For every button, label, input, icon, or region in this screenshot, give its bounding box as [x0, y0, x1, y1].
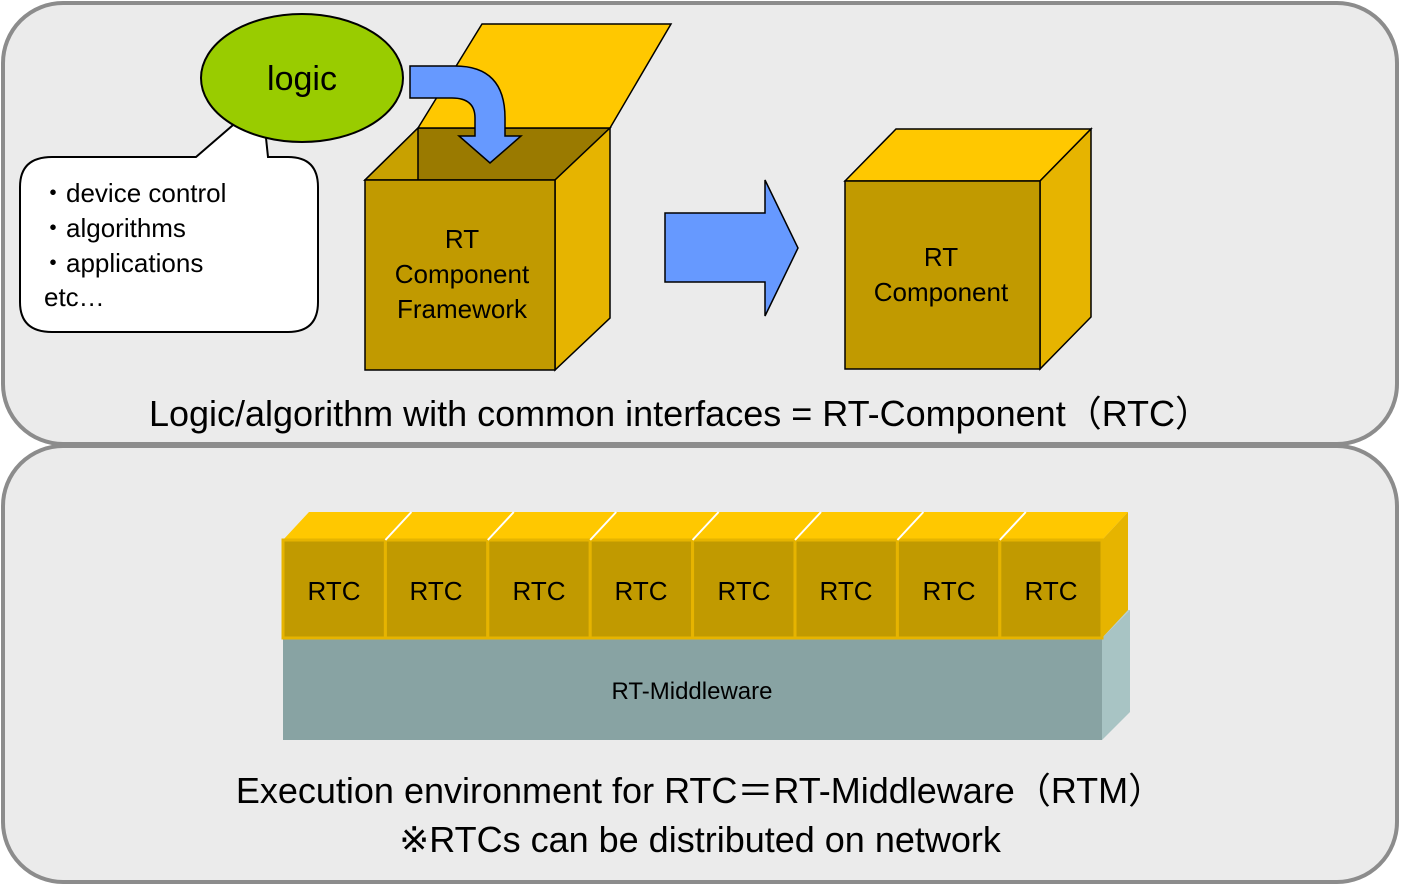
bottom-caption-line1: Execution environment for RTC＝RT-Middlew…: [236, 770, 1164, 811]
middleware-label: RT-Middleware: [612, 678, 773, 705]
bullet-etc: etc…: [44, 282, 105, 312]
framework-open-box: RT Component Framework: [363, 23, 673, 372]
logic-label: logic: [267, 60, 337, 98]
rtc-top-divider: [794, 511, 822, 541]
middleware-side-face: [1102, 610, 1130, 740]
rtc-top-divider: [896, 511, 925, 541]
top-caption: Logic/algorithm with common interfaces =…: [149, 393, 1211, 434]
rtc-label: RTC: [923, 576, 976, 606]
bullet-device-control: ・device control: [40, 178, 226, 208]
rtc-block: [793, 538, 899, 640]
rtc-label: RTC: [308, 576, 361, 606]
rtc-block: [281, 538, 387, 640]
rtc-label: RTC: [718, 576, 771, 606]
bullet-applications: ・applications: [40, 248, 203, 278]
transform-right-arrow: [664, 179, 799, 317]
bullet-callout-bubble: [19, 97, 319, 333]
bullet-algorithms: ・algorithms: [40, 213, 186, 243]
logic-ellipse: [200, 13, 404, 143]
rtc-block-row: RTC RTC RTC RTC RTC RTC RTC RTC: [281, 511, 1128, 640]
component-label-line1: RT: [924, 242, 958, 272]
curved-insert-arrow: [409, 65, 524, 164]
rtc-label: RTC: [615, 576, 668, 606]
rtc-label: RTC: [820, 576, 873, 606]
rtc-top-divider: [487, 511, 515, 541]
rtc-top-divider: [691, 511, 720, 541]
box-front-face: [364, 179, 556, 371]
rtc-top-divider: [589, 511, 617, 541]
cube-front-face: [844, 180, 1041, 370]
rtc-top-divider: [999, 511, 1027, 541]
rtc-top-divider: [384, 511, 413, 541]
rtc-row-side-face: [1102, 512, 1128, 638]
middleware-front-face: [283, 638, 1102, 740]
rtc-label: RTC: [410, 576, 463, 606]
bottom-caption-line2: ※RTCs can be distributed on network: [399, 819, 1002, 860]
framework-label-line3: Framework: [397, 294, 528, 324]
framework-label-line1: RT: [445, 224, 479, 254]
rtc-label: RTC: [513, 576, 566, 606]
rtc-block: [691, 538, 797, 640]
rtc-block: [383, 538, 490, 640]
rtc-block: [998, 538, 1104, 640]
component-label-line2: Component: [874, 277, 1009, 307]
framework-label-line2: Component: [395, 259, 530, 289]
rtc-label: RTC: [1025, 576, 1078, 606]
rt-component-cube: RT Component: [843, 127, 1093, 371]
